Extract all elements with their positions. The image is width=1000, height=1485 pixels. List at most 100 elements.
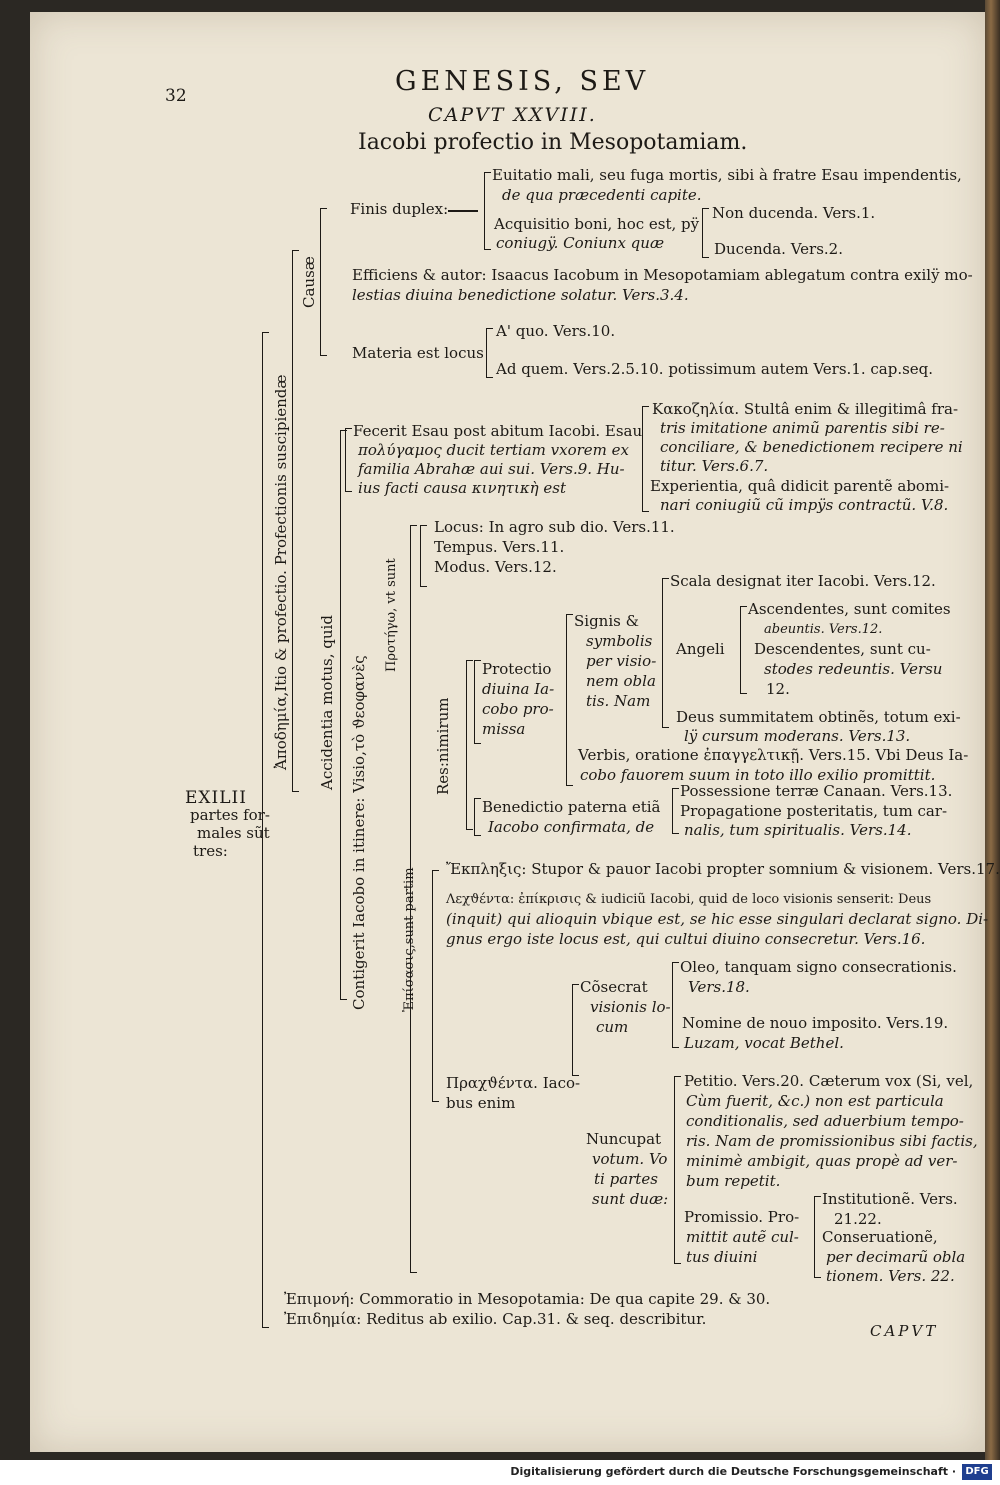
a-quo: A' quo. Vers.10. xyxy=(496,322,616,340)
consecrat-2: visionis lo- xyxy=(590,998,671,1016)
petitio-6: bum repetit. xyxy=(686,1172,781,1190)
ascendentes-2: abeuntis. Vers.12. xyxy=(764,622,883,637)
accidentia-label: Accidentia motus, quid xyxy=(318,615,336,790)
promissio-3: tus diuini xyxy=(686,1248,758,1266)
dfg-logo: DFG xyxy=(962,1464,992,1480)
conservatione-3: tionem. Vers. 22. xyxy=(826,1267,955,1285)
root-label-4: tres: xyxy=(193,842,228,860)
ad-quem: Ad quem. Vers.2.5.10. potissimum autem V… xyxy=(496,360,934,378)
fecerit-brace xyxy=(345,428,352,492)
petitio-2: Cùm fuerit, &c.) non est particula xyxy=(686,1092,944,1110)
epistasis-label: Ἐπίσασις,sunt partim xyxy=(402,867,417,1012)
accidentia-brace xyxy=(340,430,347,1000)
nuncupat-2: votum. Vo xyxy=(592,1150,668,1168)
benedictio-brace xyxy=(672,788,679,834)
promissio-brace xyxy=(814,1196,821,1278)
petitio-3: conditionalis, sed aduerbium tempo- xyxy=(686,1112,964,1130)
scala: Scala designat iter Iacobi. Vers.12. xyxy=(670,572,936,590)
fecerit-2: πολύγαμος ducit tertiam vxorem ex xyxy=(358,441,629,459)
finis-arrow xyxy=(448,210,478,212)
res-label: Res:nimirum xyxy=(434,697,452,795)
petitio-5: minimè ambigit, quas propè ad ver- xyxy=(686,1152,958,1170)
descendentes-3: 12. xyxy=(766,680,790,698)
contigerit-label: Contigerit Iacobo in itinere: Visio,τὸ ϑ… xyxy=(350,655,368,1010)
root-brace xyxy=(262,332,269,1328)
evitatio-1: Euitatio mali, seu fuga mortis, sibi à f… xyxy=(492,166,962,184)
res-brace xyxy=(466,660,473,830)
benedictio-brace-left xyxy=(474,798,481,836)
possessione: Possessione terræ Canaan. Vers.13. xyxy=(680,782,953,800)
signis-3: per visio- xyxy=(586,652,657,670)
nuncupat-1: Nuncupat xyxy=(586,1130,662,1148)
page-number: 32 xyxy=(165,86,187,106)
propagatione-1: Propagatione posteritatis, tum car- xyxy=(680,802,948,820)
efficiens-2: lestias diuina benedictione solatur. Ver… xyxy=(352,286,689,304)
causae-brace xyxy=(320,208,327,356)
nuncupat-4: sunt duæ: xyxy=(592,1190,669,1208)
consecrat-1: Cõsecrat xyxy=(580,978,648,996)
epidemia: Ἐπιδημία: Reditus ab exilio. Cap.31. & s… xyxy=(284,1310,707,1328)
locus: Locus: In agro sub dio. Vers.11. xyxy=(434,518,675,536)
nomine-2: Luzam, vocat Bethel. xyxy=(684,1034,844,1052)
lexis-1: Λεχϑέντα: ἐπίκρισις & iudiciũ Iacobi, qu… xyxy=(446,892,932,907)
prostasis-label: Προτήγω, vt sunt xyxy=(384,558,399,672)
protectio-1: Protectio xyxy=(482,660,552,678)
petitio-4: ris. Nam de promissionibus sibi factis, xyxy=(686,1132,978,1150)
evitatio-2: de qua præcedenti capite. xyxy=(502,186,702,204)
chapter-heading: CAPVT XXVIII. xyxy=(428,104,597,126)
fecerit-cause-brace xyxy=(642,406,649,512)
protectio-3: cobo pro- xyxy=(482,700,554,718)
root-label-3: males sũt xyxy=(197,824,270,842)
signis-brace xyxy=(662,578,669,728)
running-head: GENESIS, SEV xyxy=(395,66,650,97)
kakozelia-4: titur. Vers.6.7. xyxy=(660,457,769,475)
efficiens-1: Efficiens & autor: Isaacus Iacobum in Me… xyxy=(352,266,973,284)
nomine-1: Nomine de nouo imposito. Vers.19. xyxy=(682,1014,949,1032)
deus-1: Deus summitatem obtinẽs, totum exi- xyxy=(676,708,961,726)
signis-4: nem obla xyxy=(586,672,656,690)
conservatione-1: Conseruationẽ, xyxy=(822,1228,938,1246)
acquisitio-1: Acquisitio boni, hoc est, pÿ xyxy=(494,215,700,233)
root-label-2: partes for- xyxy=(190,806,270,824)
causae-label: Causæ xyxy=(300,256,318,308)
book-spine xyxy=(985,0,1000,1460)
deus-2: lÿ cursum moderans. Vers.13. xyxy=(684,727,911,745)
experientia-1: Experientia, quâ didicit parentẽ abomi- xyxy=(650,477,950,495)
nuncupat-brace xyxy=(674,1076,681,1264)
lexis-3: gnus ergo iste locus est, qui cultui diu… xyxy=(446,930,926,948)
ekplexis: Ἔκπληξις: Stupor & pauor Iacobi propter … xyxy=(446,860,1000,878)
non-ducenda: Non ducenda. Vers.1. xyxy=(712,204,876,222)
root-label-1: EXILII xyxy=(185,788,247,808)
descendentes-1: Descendentes, sunt cu- xyxy=(754,640,931,658)
protectio-brace xyxy=(474,660,481,744)
protectio-means-brace xyxy=(566,614,573,786)
conservatione-2: per decimarũ obla xyxy=(826,1248,966,1266)
epimone: Ἐπιμονή: Commoratio in Mesopotamia: De q… xyxy=(284,1290,771,1308)
protectio-4: missa xyxy=(482,720,526,738)
promissio-1: Promissio. Pro- xyxy=(684,1208,800,1226)
ascendentes-1: Ascendentes, sunt comites xyxy=(748,600,951,618)
footer-bar: Digitalisierung gefördert durch die Deut… xyxy=(0,1460,1000,1485)
verbis-1: Verbis, oratione ἐπαγγελτικῇ. Vers.15. V… xyxy=(578,746,969,764)
acquisitio-2: coniugÿ. Coniunx quæ xyxy=(496,234,665,252)
consecrat-3: cum xyxy=(596,1018,629,1036)
kakozelia-3: conciliare, & benedictionem recipere ni xyxy=(660,438,963,456)
book-page xyxy=(30,12,985,1452)
kakozelia-1: Κακοζηλία. Stultâ enim & illegitimâ fra- xyxy=(652,400,959,418)
oleo-2: Vers.18. xyxy=(688,978,750,996)
consecrat-brace-left xyxy=(572,984,579,1076)
apodemia-label: Ἀποδημία,Itio & profectio. Profectionis … xyxy=(272,374,290,771)
signis-5: tis. Nam xyxy=(586,692,651,710)
protectio-2: diuina Ia- xyxy=(482,680,555,698)
finis-brace xyxy=(484,172,491,250)
epistasis-brace xyxy=(432,870,439,1102)
institutione-1: Institutionẽ. Vers. xyxy=(822,1190,958,1208)
angeli-brace xyxy=(740,606,747,694)
footer-credit: Digitalisierung gefördert durch die Deut… xyxy=(510,1465,956,1478)
fecerit-1: Fecerit Esau post abitum Iacobi. Esau xyxy=(353,422,643,440)
prachthenta-1: Πραχϑέντα. Iaco- xyxy=(446,1074,581,1092)
angeli: Angeli xyxy=(676,640,725,658)
signis-2: symbolis xyxy=(586,632,653,650)
modus: Modus. Vers.12. xyxy=(434,558,557,576)
verbis-2: cobo fauorem suum in toto illo exilio pr… xyxy=(580,766,936,784)
